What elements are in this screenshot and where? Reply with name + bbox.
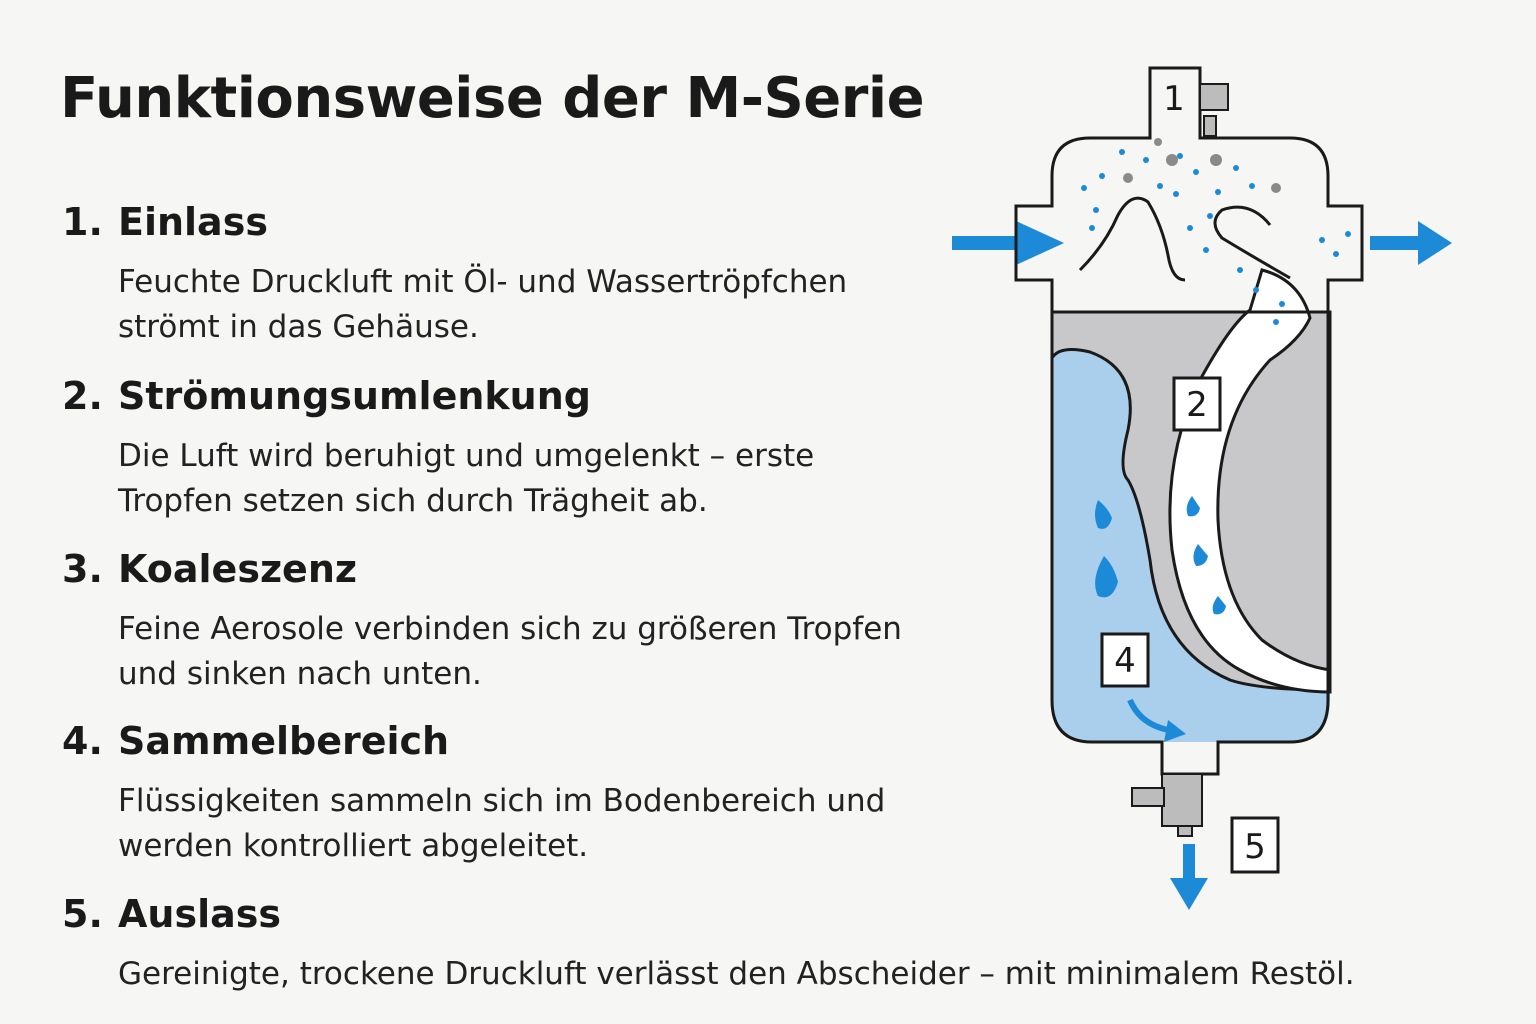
step-number: 1. bbox=[62, 200, 103, 244]
step-text: Feuchte Druckluft mit Öl- und Wassertröp… bbox=[118, 264, 848, 300]
flow-channel bbox=[1168, 268, 1332, 694]
label-1: 1 bbox=[1163, 79, 1185, 119]
drain-valve-icon bbox=[1131, 773, 1203, 837]
step-number: 4. bbox=[62, 719, 103, 763]
collect-flow-arrow-icon bbox=[1127, 698, 1169, 733]
step-heading: Auslass bbox=[118, 892, 281, 936]
step-text: werden kontrolliert abgeleitet. bbox=[118, 828, 589, 864]
label-4: 4 bbox=[1114, 641, 1136, 681]
step-text: Die Luft wird beruhigt und umgelenkt – e… bbox=[118, 438, 815, 474]
label-5: 5 bbox=[1244, 827, 1266, 867]
step-einlass: 1. Einlass Feuchte Druckluft mit Öl- und … bbox=[62, 200, 847, 350]
page-title: Funktionsweise der M-Serie bbox=[60, 66, 925, 131]
inlet-arrow-icon bbox=[952, 221, 1064, 265]
step-heading: Strömungsumlenkung bbox=[118, 374, 591, 418]
step-heading: Sammelbereich bbox=[118, 719, 450, 763]
top-valve-icon bbox=[1199, 83, 1229, 137]
step-sammelbereich: 4. Sammelbereich Flüssigkeiten sammeln si… bbox=[62, 719, 885, 869]
step-heading: Koaleszenz bbox=[118, 547, 358, 591]
step-number: 5. bbox=[62, 892, 103, 936]
step-text: Gereinigte, trockene Druckluft verlässt … bbox=[118, 956, 1355, 992]
inlet-deflector bbox=[1078, 196, 1291, 282]
step-text: Tropfen setzen sich durch Trägheit ab. bbox=[118, 483, 708, 519]
step-number: 2. bbox=[62, 374, 103, 418]
step-number: 3. bbox=[62, 547, 103, 591]
step-stroemungsumlenkung: 2. Strömungsumlenkung Die Luft wird beruh… bbox=[62, 374, 814, 524]
outlet-arrow-icon bbox=[1370, 221, 1452, 265]
separator-diagram: 1 2 4 5 bbox=[952, 66, 1452, 910]
water-droplets bbox=[1081, 149, 1351, 325]
step-text: und sinken nach unten. bbox=[118, 656, 482, 692]
large-droplets bbox=[1095, 496, 1226, 615]
separator-housing bbox=[1014, 66, 1364, 776]
label-2: 2 bbox=[1186, 385, 1208, 425]
step-text: strömt in das Gehäuse. bbox=[118, 309, 479, 345]
step-auslass: 5. Auslass Gereinigte, trockene Druckluft… bbox=[62, 892, 1355, 997]
step-text: Feine Aerosole verbinden sich zu größere… bbox=[118, 611, 902, 647]
oil-droplets bbox=[1123, 138, 1281, 193]
step-text: Flüssigkeiten sammeln sich im Bodenberei… bbox=[118, 783, 886, 819]
step-heading: Einlass bbox=[118, 200, 268, 244]
step-koaleszenz: 3. Koaleszenz Feine Aerosole verbinden si… bbox=[62, 547, 902, 697]
drain-arrow-icon bbox=[1170, 844, 1208, 910]
